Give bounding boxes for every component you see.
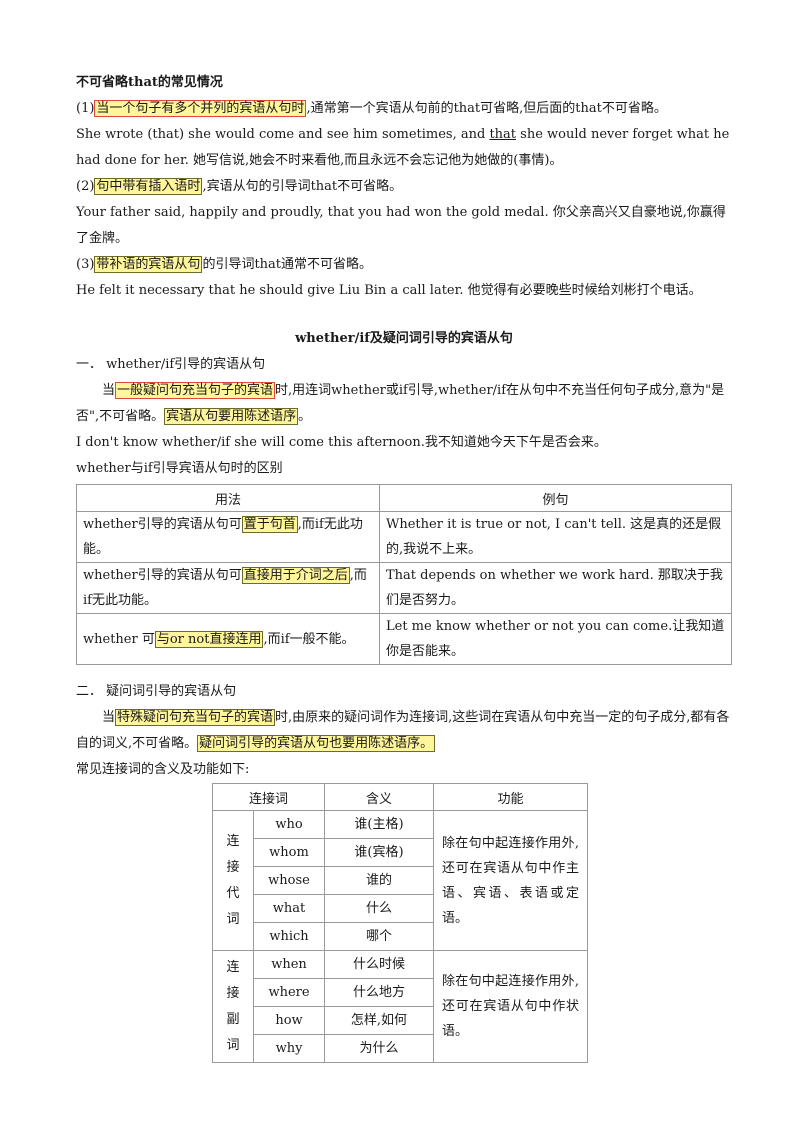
meaning-cell: 为什么 (324, 1034, 434, 1063)
example-text: She wrote (that) she would come and see … (76, 127, 490, 142)
table-row: whether引导的宾语从句可直接用于介词之后,而if无此功能。 That de… (76, 562, 732, 614)
usage-cell: whether引导的宾语从句可置于句首,而if无此功能。 (76, 511, 380, 563)
text: 当 (102, 383, 116, 398)
s1-item2: (2)句中带有插入语时,宾语从句的引导词that不可省略。 (76, 174, 732, 200)
meaning-cell: 什么地方 (324, 978, 434, 1007)
word-cell: why (253, 1034, 325, 1063)
highlight: 一般疑问句充当句子的宾语 (115, 382, 276, 399)
header-usage: 用法 (76, 484, 380, 512)
s1-item2-example: Your father said, happily and proudly, t… (76, 205, 726, 246)
item-number: (2) (76, 179, 95, 194)
meaning-cell: 什么 (324, 894, 434, 923)
s1-item3-example: He felt it necessary that he should give… (76, 283, 702, 298)
meaning-cell: 哪个 (324, 922, 434, 951)
header-function: 功能 (433, 783, 588, 811)
meaning-cell: 谁(主格) (324, 810, 434, 839)
table-row: why 为什么 (213, 1034, 588, 1063)
usage-cell: whether引导的宾语从句可直接用于介词之后,而if无此功能。 (76, 562, 380, 614)
word-cell: what (253, 894, 325, 923)
table-row: which 哪个 (213, 922, 588, 951)
item-text: ,通常第一个宾语从句前的that可省略,但后面的that不可省略。 (306, 101, 667, 116)
highlight: 疑问词引导的宾语从句也要用陈述语序。 (197, 735, 436, 752)
text: whether引导的宾语从句可 (83, 568, 242, 583)
part2-heading: 二． 疑问词引导的宾语从句 (76, 684, 237, 699)
word-cell: who (253, 810, 325, 839)
example-cell: That depends on whether we work hard. 那取… (379, 562, 732, 614)
s1-item1: (1)当一个句子有多个并列的宾语从句时,通常第一个宾语从句前的that可省略,但… (76, 96, 732, 122)
text: 。 (298, 409, 312, 424)
word-cell: how (253, 1006, 325, 1035)
category-cell: 连接代词 (212, 810, 254, 951)
table-header-row: 连接词 含义 功能 (212, 783, 588, 811)
item-number: (1) (76, 101, 95, 116)
table1-caption: whether与if引导宾语从句时的区别 (76, 461, 283, 476)
text: ,而if无此功能。 (83, 517, 363, 557)
header-example: 例句 (379, 484, 732, 512)
example-text: she would never forget what he had done … (76, 127, 730, 168)
highlight: 宾语从句要用陈述语序 (164, 408, 299, 425)
whether-if-table: 用法 例句 whether引导的宾语从句可置于句首,而if无此功能。 Wheth… (76, 484, 732, 665)
text: whether引导的宾语从句可 (83, 517, 242, 532)
example-cell: Let me know whether or not you can come.… (379, 613, 732, 665)
section1-title: 不可省略that的常见情况 (76, 75, 223, 90)
highlight: 特殊疑问句充当句子的宾语 (115, 709, 276, 726)
part2-paragraph: 当特殊疑问句充当句子的宾语时,由原来的疑问词作为连接词,这些词在宾语从句中充当一… (76, 705, 732, 757)
s1-item3: (3)带补语的宾语从句的引导词that通常不可省略。 (76, 252, 732, 278)
function-cell: 除在句中起连接作用外,还可在宾语从句中作状语。 (433, 950, 588, 1063)
part1-example: I don't know whether/if she will come th… (76, 435, 607, 450)
item-text: ,宾语从句的引导词that不可省略。 (202, 179, 403, 194)
highlight: 直接用于介词之后 (241, 567, 350, 584)
table-row: where 什么地方 (213, 978, 588, 1007)
table-row: whose 谁的 (213, 866, 588, 895)
table-header-row: 用法 例句 (76, 484, 732, 512)
category-label: 连接副词 (226, 959, 240, 1053)
word-cell: whose (253, 866, 325, 895)
table-row: 连接副词 when 什么时候 除在句中起连接作用外,还可在宾语从句中作状语。 (212, 950, 588, 1063)
highlight: 与or not直接连用 (154, 630, 264, 648)
document-page: 不可省略that的常见情况 (1)当一个句子有多个并列的宾语从句时,通常第一个宾… (76, 70, 732, 1063)
table-row: whether引导的宾语从句可置于句首,而if无此功能。 Whether it … (76, 511, 732, 563)
text: 时,用连词whether或if引导,whether/if在从句中不充当任何句子成… (76, 383, 725, 424)
text: ,而if无此功能。 (83, 568, 367, 608)
word-cell: whom (253, 838, 325, 867)
part1-paragraph: 当一般疑问句充当句子的宾语时,用连词whether或if引导,whether/i… (76, 378, 732, 430)
example-cell: Whether it is true or not, I can't tell.… (379, 511, 732, 563)
item-number: (3) (76, 257, 95, 272)
category-label: 连接代词 (226, 833, 240, 927)
text: ,而if一般不能。 (263, 631, 355, 647)
table2-caption: 常见连接词的含义及功能如下: (76, 762, 250, 777)
meaning-cell: 什么时候 (324, 950, 434, 979)
underlined-word: that (489, 127, 517, 142)
highlight: 置于句首 (241, 516, 298, 533)
meaning-cell: 谁的 (324, 866, 434, 895)
connective-table: 连接词 含义 功能 连接代词 who 谁(主格) 除在句中起连接作用外,还可在宾… (212, 783, 588, 1063)
meaning-cell: 怎样,如何 (324, 1006, 434, 1035)
word-cell: which (253, 922, 325, 951)
category-cell: 连接副词 (212, 950, 254, 1063)
header-meaning: 含义 (324, 783, 434, 811)
text: whether 可 (83, 631, 155, 647)
table-row: whether 可与or not直接连用,而if一般不能。 Let me kno… (76, 613, 732, 665)
part1-heading: 一． whether/if引导的宾语从句 (76, 357, 266, 372)
meaning-cell: 谁(宾格) (324, 838, 434, 867)
highlight: 当一个句子有多个并列的宾语从句时 (94, 100, 307, 117)
highlight: 句中带有插入语时 (94, 178, 203, 195)
s1-item1-example: She wrote (that) she would come and see … (76, 122, 732, 174)
table-row: 连接代词 who 谁(主格) 除在句中起连接作用外,还可在宾语从句中作主语、宾语… (212, 810, 588, 951)
usage-cell: whether 可与or not直接连用,而if一般不能。 (76, 613, 380, 665)
table-row: what 什么 (213, 894, 588, 923)
function-cell: 除在句中起连接作用外,还可在宾语从句中作主语、宾语、表语或定语。 (433, 810, 588, 951)
item-text: 的引导词that通常不可省略。 (202, 257, 373, 272)
text: 时,由原来的疑问词作为连接词,这些词在宾语从句中充当一定的句子成分,都有各自的词… (76, 710, 730, 751)
text: 当 (102, 710, 116, 725)
section2-title: whether/if及疑问词引导的宾语从句 (295, 331, 513, 346)
word-cell: where (253, 978, 325, 1007)
highlight: 带补语的宾语从句 (94, 256, 203, 273)
word-cell: when (253, 950, 325, 979)
header-connective: 连接词 (212, 783, 325, 811)
